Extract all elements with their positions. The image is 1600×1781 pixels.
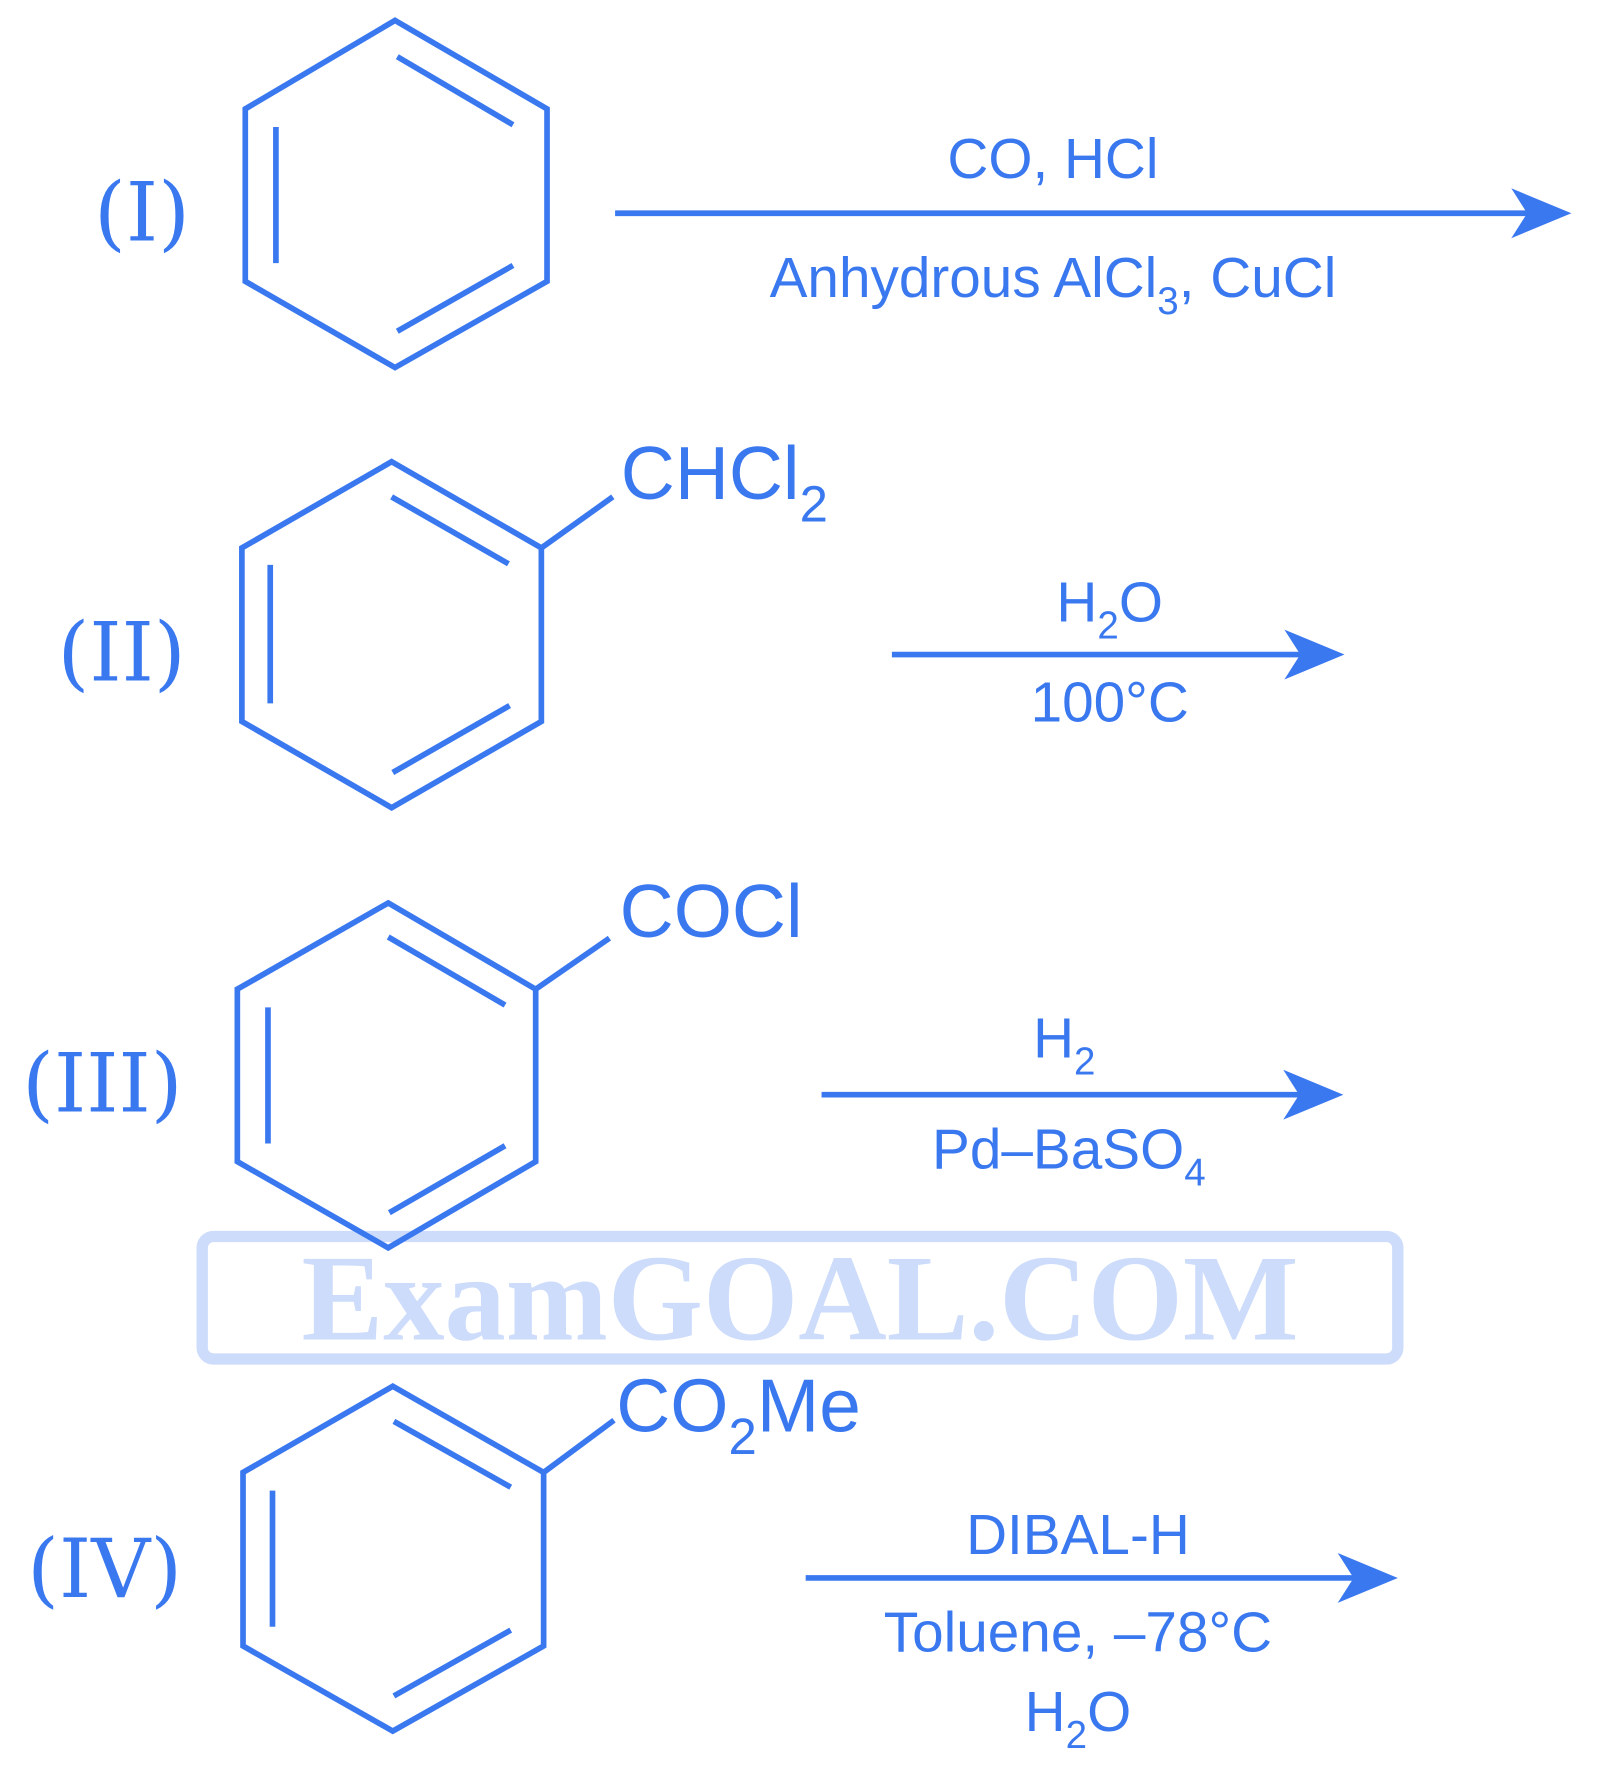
subscript: 2: [1097, 605, 1118, 648]
subscript: 2: [729, 1408, 757, 1465]
substituent: CO2Me: [616, 1364, 861, 1465]
text-segment: CHCl: [621, 431, 800, 515]
reagent-bottom: Pd–BaSO4: [932, 1118, 1206, 1194]
subscript: 2: [1066, 1714, 1087, 1757]
benzene-ring: [239, 458, 615, 811]
reaction-label: (I): [94, 165, 190, 260]
benzene-ring: [242, 17, 550, 371]
text-segment: Toluene, –78°C: [884, 1602, 1272, 1665]
reagent-bottom: 100°C: [1031, 671, 1189, 734]
subscript: 4: [1184, 1151, 1205, 1194]
reagent-bottom: Anhydrous AlCl3, CuCl: [770, 247, 1337, 323]
reaction-3: (III) COCl H2 Pd–BaSO4: [22, 869, 1344, 1252]
reagent-bottom: Toluene, –78°C: [884, 1602, 1272, 1665]
watermark-box: [196, 1230, 1404, 1365]
reaction-arrow: [821, 1069, 1344, 1120]
text-segment: O: [1087, 1681, 1131, 1744]
text-segment: H: [1033, 1007, 1074, 1070]
reaction-arrow: [891, 629, 1345, 680]
text-segment: CO: [616, 1364, 728, 1448]
text-segment: Pd–BaSO: [932, 1118, 1184, 1181]
reaction-arrow: [805, 1552, 1398, 1603]
text-segment: CO, HCl: [947, 128, 1158, 191]
reagent-top: H2O: [1056, 572, 1163, 648]
text-segment: Anhydrous AlCl: [770, 247, 1158, 310]
reagent-top: DIBAL-H: [966, 1504, 1190, 1567]
subscript: 3: [1157, 280, 1178, 323]
reaction-label: (III): [22, 1037, 182, 1132]
reaction-4: (IV) CO2Me DIBAL-H Toluene, –78°C H2O: [27, 1364, 1398, 1757]
reaction-label: (II): [58, 606, 186, 701]
reaction-1: (I) CO, HCl Anhydrous AlCl3, CuCl: [94, 17, 1572, 371]
benzene-ring: [240, 1382, 616, 1735]
text-segment: Me: [757, 1364, 861, 1448]
text-segment: H: [1056, 572, 1097, 635]
benzene-ring: [234, 899, 612, 1252]
text-segment: COCl: [620, 869, 803, 953]
reaction-2: (II) CHCl2 H2O 100°C: [58, 431, 1345, 811]
reagent-top: CO, HCl: [947, 128, 1158, 191]
reaction-arrow: [615, 188, 1572, 239]
text-segment: O: [1119, 572, 1163, 635]
reagent-bottom-2: H2O: [1025, 1681, 1132, 1757]
text-segment: DIBAL-H: [966, 1504, 1190, 1567]
reagent-top: H2: [1033, 1007, 1095, 1083]
watermark-text: ExamGOAL.COM: [302, 1232, 1299, 1367]
text-segment: 100°C: [1031, 671, 1189, 734]
substituent: CHCl2: [621, 431, 828, 532]
subscript: 2: [800, 476, 828, 533]
text-segment: , CuCl: [1179, 247, 1337, 310]
substituent: COCl: [620, 869, 803, 953]
subscript: 2: [1074, 1040, 1095, 1083]
reaction-label: (IV): [27, 1522, 182, 1617]
text-segment: H: [1025, 1681, 1066, 1744]
